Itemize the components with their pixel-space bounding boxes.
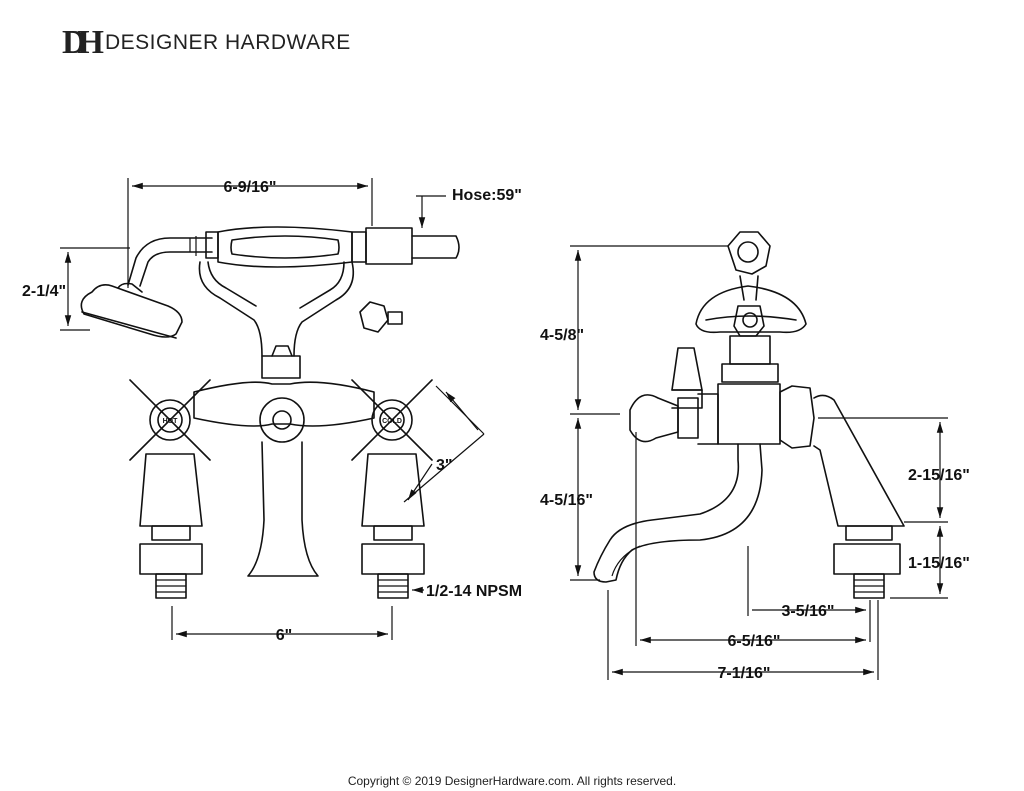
side-dimension-lines xyxy=(570,245,948,680)
copyright-text: Copyright © 2019 DesignerHardware.com. A… xyxy=(347,774,677,788)
dim-spout-height: 4-5/16" xyxy=(540,492,593,509)
brand-name: DESIGNER HARDWARE xyxy=(105,31,351,54)
dim-handshower-height: 2-1/4" xyxy=(22,283,66,300)
front-dimension-lines xyxy=(60,178,485,640)
dim-centers: 6" xyxy=(276,627,292,644)
cold-label: COLD xyxy=(382,418,402,425)
dim-hose: Hose:59" xyxy=(452,187,522,204)
cold-handle xyxy=(351,379,433,599)
side-valve-body xyxy=(677,383,905,599)
dim-handshower-width: 6-9/16" xyxy=(224,179,277,196)
side-view: 4-5/8" 4-5/16" 2-15/16" 1-15/16" 3-5/16"… xyxy=(540,231,970,682)
side-spout xyxy=(593,443,763,583)
handshower-grip xyxy=(189,226,460,268)
dim-thread: 1/2-14 NPSM xyxy=(426,583,522,600)
center-body xyxy=(193,345,375,577)
brand-header: DH DESIGNER HARDWARE xyxy=(62,26,351,60)
dim-handle-length: 3" xyxy=(436,457,452,474)
dim-spout-reach-short: 3-5/16" xyxy=(782,603,835,620)
hot-label: HOT xyxy=(163,418,179,425)
dim-body-height: 2-15/16" xyxy=(908,467,970,484)
front-view: HOT COLD 6-9/16" Hose:59" 2-1/4" 3" 6" 1… xyxy=(22,178,522,644)
cradle xyxy=(198,261,403,357)
side-lever xyxy=(629,347,703,443)
handshower-head xyxy=(80,237,213,339)
dim-spout-reach-total: 7-1/16" xyxy=(718,665,771,682)
dim-shank-height: 1-15/16" xyxy=(908,555,970,572)
hot-handle xyxy=(129,379,211,599)
dim-cradle-height: 4-5/8" xyxy=(540,327,584,344)
dim-spout-reach-mid: 6-5/16" xyxy=(728,633,781,650)
side-cradle xyxy=(695,231,807,383)
